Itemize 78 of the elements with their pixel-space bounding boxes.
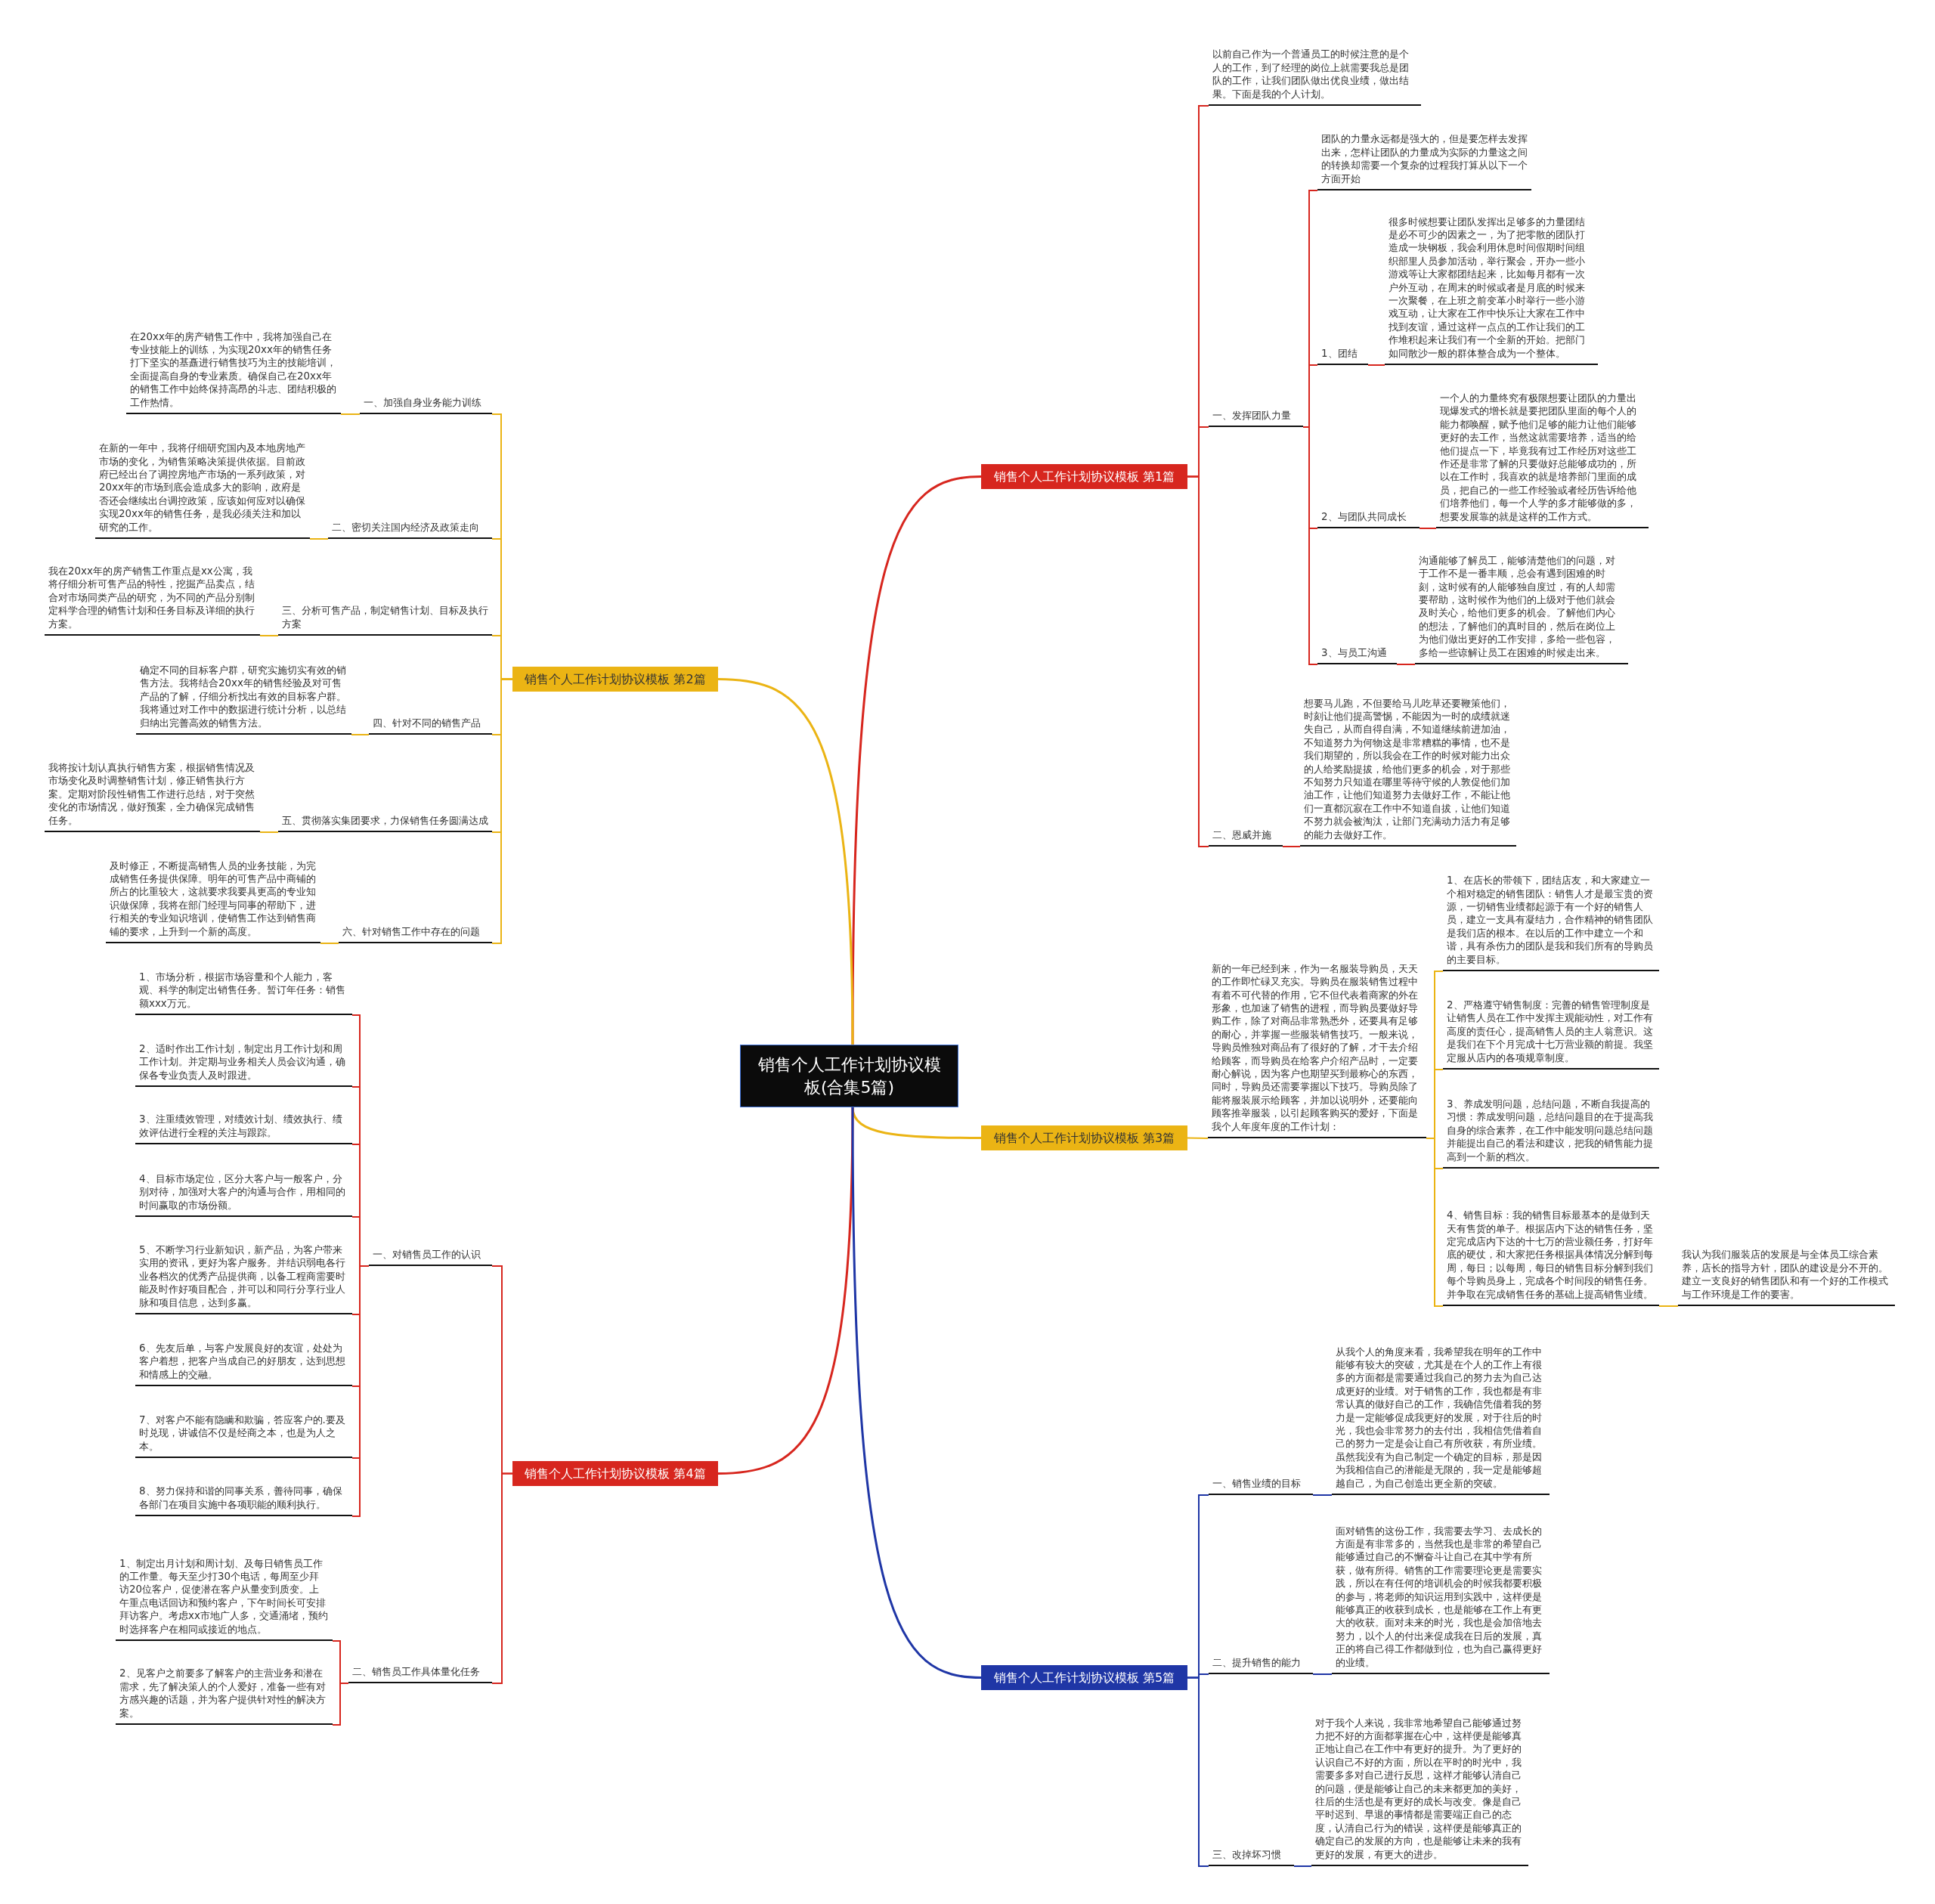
connector-line — [717, 678, 854, 1045]
connector-line — [1367, 364, 1385, 366]
connector-line — [1312, 1673, 1333, 1675]
underlined-text: 团队的力量永远都是强大的，但是要怎样去发挥出来，怎样让团队的力量成为实际的力量这之间的转换却需要一个复杂的过程我打算从以下一个方面开始 — [1317, 132, 1531, 190]
connector-line — [851, 1107, 982, 1679]
connector-line — [320, 943, 339, 944]
topic-box: 销售个人工作计划协议模板(合集5篇) — [740, 1045, 958, 1107]
underlined-text: 一、对销售员工作的认识 — [369, 1247, 492, 1266]
underlined-text: 三、改掉坏习惯 — [1209, 1847, 1294, 1866]
underlined-text: 1、团结 — [1317, 346, 1368, 365]
branch-box: 销售个人工作计划协议模板 第4篇 — [512, 1461, 718, 1486]
underlined-text: 1、市场分析，根据市场容量和个人能力，客观、科学的制定出销售任务。暂订年任务：销售额xxx万元。 — [135, 970, 352, 1015]
connector-line — [259, 635, 279, 636]
underlined-text: 很多时候想要让团队发挥出足够多的力量团结是必不可少的因素之一，为了把零散的团队打造成一块钢板，我会利用休息时间假期时间组织部里人员参加活动，举行聚会，开办一些小游戏等让大家都团结起来，比如每月都有一次户外互动，在周末的时候或者是月底的时候来一次聚餐，在上班之前变革小时举行一些小游戏互动，让大家在工作中快乐让大家在工作中找到友谊，通过这样一点点的工作让我们的工作堆积起来让我们有一个全新的开始。把部门如同散沙一般的群体整合成为一个整体。 — [1385, 215, 1598, 365]
underlined-text: 对于我个人来说，我非常地希望自己能够通过努力把不好的方面都掌握在心中，这样便是能够真正地让自己在工作中有更好的提升。为了更好的认识自己不好的方面，所以在平时的时光中，我需要多多对自己进行反思，这样才能够认清自己的问题，便是能够让自己的未来都更加的美好，往后的生活也是有更好的成长与改变。像是自己平时迟到、早退的事情都是需要端正自己的态度，认清自己行为的错误，这样便是能够真正的确定自己的发展的方向，也是能够让未来的我有更好的发展，有更大的进步。 — [1311, 1716, 1528, 1866]
underlined-text: 及时修正，不断提高销售人员的业务技能，为完成销售任务提供保障。明年的可售产品中商铺的所占的比重较大，这就要求我要具更高的专业知识做保障，我将在部门经理与同事的帮助下，进行相关的专业知识培训，使销售工作达到销售商铺的要求，上升到一个新的高度。 — [106, 859, 320, 943]
connector-line — [717, 1107, 854, 1475]
underlined-text: 3、养成发明问题，总结问题，不断自我提高的习惯：养成发明问题，总结问题目的在于提高我自身的综合素养，在工作中能发明问题总结问题并能提出自己的看法和建议，把我的销售能力提高到一个新的档次。 — [1443, 1097, 1659, 1169]
underlined-text: 在新的一年中，我将仔细研究国内及本地房地产市场的变化，为销售策略决策提供依据。目前政府已经出台了调控房地产市场的一系列政策，对20xx年的市场到底会造成多大的影响，政府是否还会继续出台调控政策，应该如何应对以确保实现20xx年的销售任务，是我必须关注和加以研究的工作。 — [95, 441, 310, 539]
underlined-text: 一个人的力量终究有极限想要让团队的力量出现爆发式的增长就是要把团队里面的每个人的能力都唤醒，赋予他们足够的能力让他们能够更好的去工作，当然这就需要培养，适当的给他们提点一下，毕竟我有过工作经历对这些工作还是非常了解的只要做好总能够成功的，所以在工作时，我喜欢的就是培养部门里面的成员，把自己的一些工作经验或者经历告诉给他们培养他们，每一个人学的多才能够做的多，想要发展靠的就是这样的工作方式。 — [1436, 391, 1649, 528]
branch-box: 销售个人工作计划协议模板 第2篇 — [512, 667, 718, 692]
connector-line — [332, 1683, 349, 1726]
underlined-text: 五、贯彻落实集团要求，力保销售任务圆满达成 — [278, 813, 492, 832]
connector-line — [1187, 1137, 1209, 1139]
underlined-text: 5、不断学习行业新知识，新产品，为客户带来实用的资讯，更好为客户服务。并结识弱电各行业各档次的优秀产品提供商，以备工程商需要时能及时作好项目配合，并可以和同行分享行业人脉和项目信息，达到多赢。 — [135, 1243, 352, 1314]
underlined-text: 二、销售员工作具体量化任务 — [348, 1664, 492, 1683]
underlined-text: 二、恩威并施 — [1209, 828, 1283, 847]
underlined-text: 我将按计划认真执行销售方案，根据销售情况及市场变化及时调整销售计划，修正销售执行方案。定期对阶段性销售工作进行总结，对于突然变化的市场情况，做好预案，全力确保完成销售任务。 — [45, 760, 260, 832]
underlined-text: 从我个人的角度来看，我希望我在明年的工作中能够有较大的突破，尤其是在个人的工作上有很多的方面都是需要通过我自己的努力去为自己达成更好的业绩。对于销售的工作，我也都是有非常认真的做好自己的工作，我确信凭借着我的努力是一定能够促成我更好的发展，对于往后的时光，我也会非常努力的去付出，我相信凭借着自己的努力一定是会让自己有所收获，有所业绩。虽然我没有为自己制定一个确定的目标，那是因为我相信自己的潜能是无限的，我一定是能够超越自己，为自己创造出更全新的突破。 — [1332, 1345, 1550, 1495]
branch-box: 销售个人工作计划协议模板 第5篇 — [981, 1665, 1187, 1690]
underlined-text: 一、加强自身业务能力训练 — [360, 395, 492, 414]
connector-line — [1396, 664, 1416, 665]
connector-line — [1187, 1676, 1209, 1867]
connector-line — [259, 831, 279, 833]
underlined-text: 8、努力保持和谐的同事关系，善待同事，确保各部门在项目实施中各项职能的顺利执行。 — [135, 1485, 352, 1516]
underlined-text: 2、严格遵守销售制度：完善的销售管理制度是让销售人员在工作中发挥主观能动性，对工作有高度的责任心，提高销售人员的主人翁意识。这是我们在下个月完成十七万营业额的前提。我坚定服从店内的各项规章制度。 — [1443, 998, 1659, 1070]
underlined-text: 确定不同的目标客户群，研究实施切实有效的销售方法。我将结合20xx年的销售经验及对可售产品的了解，仔细分析找出有效的目标客户群。我将通过对工作中的数据进行统计分析，以总结归纳出完善高效的销售方法。 — [136, 663, 351, 735]
connector-line — [340, 413, 361, 415]
underlined-text: 沟通能够了解员工，能够清楚他们的问题，对于工作不是一番丰顺，总会有遇到困难的时刻，这时候有的人能够独自度过，有的人却需要帮助，这时候作为他们的上级对于他们就会及时关心，给他们更多的机会。了解他们内心的想法，了解他们的真时目的，然后在岗位上为他们做出更好的工作安排，多给一些包容，多给一些谅解让员工在困难的时候走出来。 — [1415, 553, 1628, 664]
underlined-text: 4、销售目标：我的销售目标最基本的是做到天天有售货的单子。根据店内下达的销售任务，坚定完成店内下达的十七万的营业额任务，打好年底的硬仗，和大家把任务根据具体情况分解到每周，每日；以每周，每日的销售目标分解到我们每个导购员身上，完成各个时间段的销售任务。并争取在完成销售任务的基础上提高销售业绩。 — [1443, 1209, 1659, 1306]
underlined-text: 我在20xx年的房产销售工作重点是xx公寓，我将仔细分析可售产品的特性，挖掘产品卖点，结合对市场同类产品的研究，为不同的产品分别制定科学合理的销售计划和任务目标及详细的执行方案。 — [45, 564, 260, 636]
connector-line — [491, 678, 513, 944]
underlined-text: 2、适时作出工作计划，制定出月工作计划和周工作计划。并定期与业务相关人员会议沟通，确保各专业负责人及时跟进。 — [135, 1042, 352, 1087]
connector-line — [491, 1472, 513, 1684]
connector-line — [1312, 1494, 1333, 1496]
underlined-text: 7、对客户不能有隐瞒和欺骗，答应客户的.要及时兑现，讲诚信不仅是经商之本，也是为人之本。 — [135, 1413, 352, 1458]
connector-line — [1658, 1305, 1679, 1307]
underlined-text: 新的一年已经到来，作为一名服装导购员，天天的工作即忙碌又充实。导购员在服装销售过程中有着不可代替的作用，它不但代表着商家的外在形象，也加速了销售的进程，而导购员要做好导购工作，除了对商品非常熟悉外，还要具有足够的耐心，并掌握一些服装销售技巧。一般来说，导购员惟独对商品有了很好的了解，才干去介绍给顾客，而导购员在给客户介绍产品时，一定要耐心解说，因为客户也期望买到最称心的东西，同时，导购员还需要掌握以下技巧。导购员除了能将服装展示给顾客，并加以说明外，还要能向顾客推举服装，以引起顾客购买的爱好，下面是我个人年度年度的工作计划： — [1208, 961, 1426, 1138]
branch-box: 销售个人工作计划协议模板 第1篇 — [981, 464, 1187, 489]
underlined-text: 三、分析可售产品，制定销售计划、目标及执行方案 — [278, 604, 492, 636]
underlined-text: 一、发挥团队力量 — [1209, 408, 1303, 427]
underlined-text: 3、与员工沟通 — [1317, 646, 1397, 664]
underlined-text: 2、与团队共同成长 — [1317, 509, 1420, 528]
connector-line — [1282, 846, 1301, 847]
connector-line — [1419, 528, 1437, 529]
underlined-text: 面对销售的这份工作，我需要去学习、去成长的方面是有非常多的，当然我也是非常的希望自己能够通过自己的不懈奋斗让自己在其中学有所获，做有所得。销售的工作需要理论更是需要实践，所以在有任何的培训机会的时候我都要积极的参与，将老师的知识运用到实践中，这样便是能够真正的收获到成长，也是能够在工作上有更大的收获。面对未来的时光，我也是会加倍地去努力，以个人的付出来促成我在日后的发展，真正的将自己得工作都做到位，也为自己赢得更好的业绩。 — [1332, 1524, 1550, 1674]
underlined-text: 六、针对销售工作中存在的问题 — [339, 924, 492, 943]
underlined-text: 1、制定出月计划和周计划、及每日销售员工作的工作量。每天至少打30个电话，每周至少拜访20位客户，促使潜在客户从量变到质变。上午重点电话回访和预约客户，下午时间长可安排拜访客户。考虑xx市地广人多，交通涌堵，预约时选择客户在相同或接近的地点。 — [116, 1556, 333, 1641]
underlined-text: 在20xx年的房产销售工作中，我将加强自己在专业技能上的训练，为实现20xx年的销售任务打下坚实的基矗进行销售技巧为主的技能培训，全面提高自身的专业素质。确保自己在20xx年的销售工作中始终保持高昂的斗志、团结积极的工作热情。 — [126, 330, 341, 414]
connector-line — [1302, 426, 1318, 665]
underlined-text: 想要马儿跑，不但要给马儿吃草还要鞭策他们，时刻让他们提高警惕，不能因为一时的成绩就迷失自己，从而自得自满，不知道继续前进加油，不知道努力为何物这是非常糟糕的事情，也不是我们期望的，所以我会在工作的时候对能力出众的人给奖励提拔，给他们更多的机会，对于那些不知努力只知道在哪里等待守候的人敦促他们加油工作，让他们知道努力去做好工作，不能让他们一直都沉寂在工作中不知道自拔，让他们知道不努力就会被淘汰，让部门充满动力活力有足够的能力去做好工作。 — [1300, 696, 1516, 847]
connector-line — [1187, 475, 1209, 847]
underlined-text: 二、密切关注国内经济及政策走向 — [328, 520, 492, 539]
underlined-text: 2、见客户之前要多了解客户的主营业务和潜在需求，先了解决策人的个人爱好，准备一些有对方感兴趣的话题，并为客户提供针对性的解决方案。 — [116, 1667, 333, 1725]
underlined-text: 3、注重绩效管理，对绩效计划、绩效执行、绩效评估进行全程的关注与跟踪。 — [135, 1113, 352, 1144]
underlined-text: 一、销售业绩的目标 — [1209, 1476, 1313, 1495]
connector-line — [351, 734, 370, 735]
underlined-text: 1、在店长的带领下，团结店友，和大家建立一个相对稳定的销售团队：销售人才是最宝贵的资源，一切销售业绩都起源于有一个好的销售人员，建立一支具有凝结力，合作精神的销售团队是我们店的根本。在以后的工作中建立一个和谐，具有杀伤力的团队是我和我们所有的导购员的主要目标。 — [1443, 874, 1659, 971]
underlined-text: 二、提升销售的能力 — [1209, 1655, 1313, 1674]
underlined-text: 我认为我们服装店的发展是与全体员工综合素养，店长的指导方针，团队的建设是分不开的。建立一支良好的销售团队和有一个好的工作模式与工作环境是工作的要害。 — [1678, 1248, 1895, 1306]
connector-line — [351, 1265, 370, 1517]
connector-line — [1293, 1865, 1312, 1867]
underlined-text: 6、先友后单，与客户发展良好的友谊，处处为客户着想，把客户当成自己的好朋友，达到思想和情感上的交融。 — [135, 1341, 352, 1386]
connector-line — [309, 538, 329, 540]
branch-box: 销售个人工作计划协议模板 第3篇 — [981, 1125, 1187, 1150]
underlined-text: 四、针对不同的销售产品 — [369, 716, 492, 735]
underlined-text: 4、目标市场定位，区分大客户与一般客户，分别对待，加强对大客户的沟通与合作，用相同的时间赢取的市场份额。 — [135, 1172, 352, 1217]
underlined-text: 以前自己作为一个普通员工的时候注意的是个人的工作，到了经理的岗位上就需要我总是团队的工作，让我们团队做出优良业绩，做出结果。下面是我的个人计划。 — [1209, 48, 1421, 106]
